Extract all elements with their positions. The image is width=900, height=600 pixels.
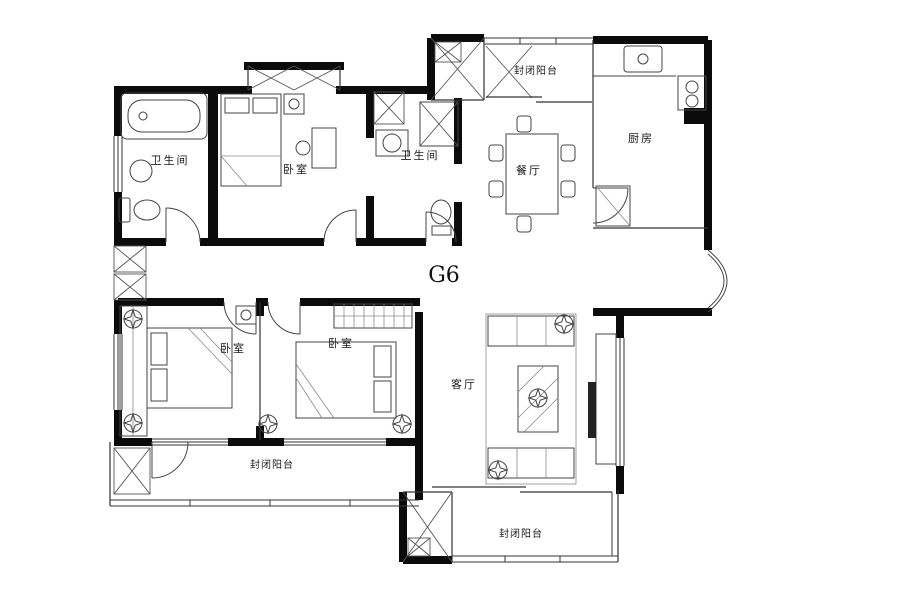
kitchen-sink (623, 45, 663, 73)
plant-icon (392, 414, 412, 434)
shower (419, 101, 459, 147)
stove (677, 75, 707, 111)
washbasin-2 (375, 129, 409, 157)
room-label-balcony-top: 封闭阳台 (514, 64, 558, 77)
dining-table (488, 115, 576, 233)
closet-3 (333, 303, 413, 329)
room-label-balcony-bottom-left: 封闭阳台 (250, 458, 294, 471)
bathtub (120, 92, 208, 140)
room-label-living: 客厅 (451, 377, 477, 391)
bed-1 (220, 93, 282, 187)
doors-layer (151, 187, 629, 479)
room-label-dining: 餐厅 (516, 163, 542, 177)
symbols-layer (123, 309, 574, 480)
sliding-doors (432, 96, 612, 493)
partition-layer (109, 37, 728, 563)
ducts-left (113, 245, 147, 301)
tv (588, 382, 596, 438)
duct-bathroom-2 (373, 91, 405, 125)
room-label-bathroom-2: 卫生间 (401, 148, 440, 162)
coffee-table (517, 365, 559, 433)
room-label-balcony-bottom-right: 封闭阳台 (499, 527, 543, 540)
fridge (595, 185, 631, 227)
rug (485, 313, 577, 485)
toilet-1 (118, 197, 161, 223)
desk-1 (295, 127, 337, 169)
room-label-bedroom-2: 卧室 (220, 341, 246, 355)
washbasin-1 (129, 159, 153, 183)
nightstand-2 (235, 305, 257, 325)
plant-icon (488, 460, 508, 480)
tv-cabinet (588, 333, 617, 465)
shaft-bottom (402, 491, 453, 563)
unit-label: G6 (428, 263, 460, 288)
nightstand-1 (283, 93, 305, 115)
entry-bay-arc (707, 249, 728, 313)
furniture-layer (118, 45, 707, 485)
room-label-bedroom-3: 卧室 (328, 336, 354, 350)
sofa-top (487, 315, 575, 347)
shaft-top (430, 37, 485, 101)
walls-layer (114, 34, 712, 564)
room-label-kitchen: 厨房 (628, 132, 654, 145)
plant-icon (554, 314, 574, 334)
bed-3 (295, 341, 397, 419)
toilet-2 (430, 199, 452, 236)
bed-2 (146, 327, 233, 409)
labels-layer: 卫生间 卧室 卫生间 餐厅 厨房 封闭阳台 卧室 卧室 客厅 封闭阳台 封闭阳台… (151, 64, 654, 540)
plant-icon (258, 414, 278, 434)
closet-top-hatch (247, 65, 341, 91)
wall-pier (684, 108, 710, 124)
room-label-bedroom-1: 卧室 (283, 162, 309, 176)
shaft-balcony-left (113, 447, 151, 495)
room-label-bathroom-1: 卫生间 (151, 153, 190, 167)
sofa-bottom (487, 447, 575, 479)
balcony-top-hatch (485, 45, 533, 99)
